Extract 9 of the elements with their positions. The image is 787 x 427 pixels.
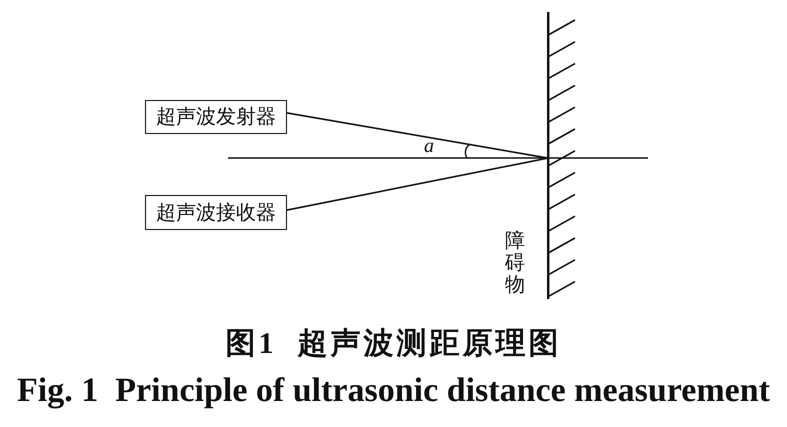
signal-line [286,112,548,159]
angle-label: a [424,135,434,157]
device-box: 超声波发射器 [145,100,287,134]
figure-caption: 图1 超声波测距原理图 [226,327,562,360]
signal-line [286,157,548,211]
device-box: 超声波接收器 [145,195,287,230]
figure-caption: Fig. 1 Principle of ultrasonic distance measurement [17,372,770,410]
hatched-wall [547,12,576,299]
obstacle-label: 障碍物 [505,230,525,296]
